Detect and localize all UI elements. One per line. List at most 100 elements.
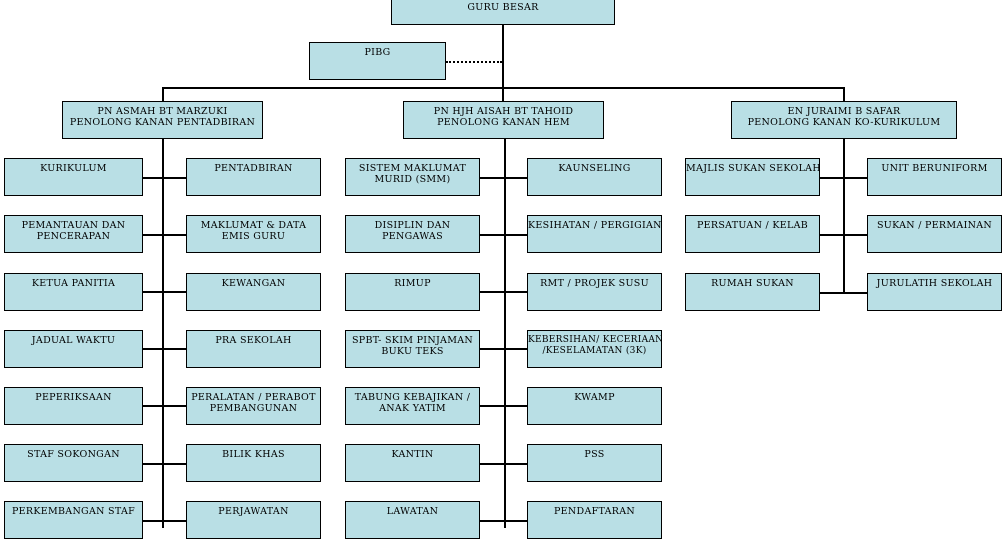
connector-line	[820, 177, 868, 179]
unit-box: RMT / PROJEK SUSU	[527, 273, 662, 311]
connector-line	[843, 87, 845, 101]
connector-line	[502, 87, 504, 101]
connector-line	[162, 87, 164, 101]
unit-box: KAUNSELING	[527, 158, 662, 196]
unit-line: KEBERSIHAN/ KECERIAAN	[528, 335, 662, 345]
unit-line: PENCERAPAN	[36, 231, 111, 242]
unit-line: PRA SEKOLAH	[215, 335, 292, 346]
unit-line: KAUNSELING	[558, 163, 631, 174]
unit-line: DISIPLIN DAN	[374, 220, 451, 231]
pibg-label: PIBG	[364, 47, 391, 58]
unit-line: MURID (SMM)	[374, 174, 451, 185]
deputy-name: PN HJH AISAH BT TAHOID	[433, 106, 574, 117]
unit-box: PSS	[527, 444, 662, 482]
deputy-hem-box: PN HJH AISAH BT TAHOID PENOLONG KANAN HE…	[403, 101, 604, 139]
unit-line: JADUAL WAKTU	[31, 335, 116, 346]
connector-line	[143, 463, 187, 465]
connector-line	[143, 348, 187, 350]
connector-line	[480, 177, 528, 179]
connector-line	[143, 291, 187, 293]
deputy-pentadbiran-box: PN ASMAH BT MARZUKI PENOLONG KANAN PENTA…	[62, 101, 263, 139]
unit-box: LAWATAN	[345, 501, 480, 539]
unit-line: PEPERIKSAAN	[35, 392, 112, 403]
unit-box: STAF SOKONGAN	[4, 444, 143, 482]
unit-line: PEMANTAUAN DAN	[21, 220, 126, 231]
unit-line: KEWANGAN	[221, 278, 286, 289]
connector-line	[143, 177, 187, 179]
unit-box: BILIK KHAS	[186, 444, 321, 482]
unit-line: SPBT- SKIM PINJAMAN	[351, 335, 474, 346]
connector-line	[480, 234, 528, 236]
unit-line: BILIK KHAS	[222, 449, 285, 460]
unit-box: SUKAN / PERMAINAN	[867, 215, 1002, 253]
guru-besar-title: GURU BESAR	[467, 2, 539, 13]
unit-box: KESIHATAN / PERGIGIAN	[527, 215, 662, 253]
unit-box: PERSATUAN / KELAB	[685, 215, 820, 253]
guru-besar-box: GURU BESAR	[391, 0, 615, 25]
unit-line: KESIHATAN / PERGIGIAN	[528, 220, 662, 231]
unit-box: PERKEMBANGAN STAF	[4, 501, 143, 539]
connector-line	[480, 463, 528, 465]
unit-box: TABUNG KEBAJIKAN /ANAK YATIM	[345, 387, 480, 425]
unit-line: LAWATAN	[386, 506, 439, 517]
connector-line	[480, 348, 528, 350]
unit-box: JURULATIH SEKOLAH	[867, 273, 1002, 311]
unit-box: KURIKULUM	[4, 158, 143, 196]
unit-line: MAJLIS SUKAN SEKOLAH	[686, 163, 820, 174]
unit-line: PERKEMBANGAN STAF	[11, 506, 136, 517]
deputy-name: PN ASMAH BT MARZUKI	[97, 106, 228, 117]
dotted-connector	[446, 61, 502, 63]
connector-line	[480, 405, 528, 407]
unit-line: SISTEM MAKLUMAT	[358, 163, 467, 174]
unit-line: BUKU TEKS	[381, 346, 444, 357]
unit-line: UNIT BERUNIFORM	[881, 163, 988, 174]
unit-box: KEBERSIHAN/ KECERIAAN/KESELAMATAN (3K)	[527, 330, 662, 368]
unit-box: RUMAH SUKAN	[685, 273, 820, 311]
unit-line: RMT / PROJEK SUSU	[540, 278, 649, 289]
connector-line	[143, 405, 187, 407]
unit-line: /KESELAMATAN (3K)	[542, 346, 647, 356]
pibg-box: PIBG	[309, 42, 446, 80]
unit-line: PEMBANGUNAN	[209, 403, 298, 414]
unit-box: KEWANGAN	[186, 273, 321, 311]
unit-line: MAKLUMAT & DATA	[200, 220, 307, 231]
deputy-title: PENOLONG KANAN PENTADBIRAN	[69, 117, 256, 128]
unit-line: TABUNG KEBAJIKAN /	[354, 392, 471, 403]
unit-box: PEPERIKSAAN	[4, 387, 143, 425]
unit-box: MAJLIS SUKAN SEKOLAH	[685, 158, 820, 196]
unit-box: PRA SEKOLAH	[186, 330, 321, 368]
connector-line	[143, 234, 187, 236]
unit-line: PENDAFTARAN	[553, 506, 635, 517]
deputy-title: PENOLONG KANAN KO-KURIKULUM	[747, 117, 941, 128]
unit-box: KETUA PANITIA	[4, 273, 143, 311]
unit-box: PENTADBIRAN	[186, 158, 321, 196]
connector-line	[843, 139, 845, 294]
unit-line: KETUA PANITIA	[31, 278, 116, 289]
unit-box: RIMUP	[345, 273, 480, 311]
unit-line: PERJAWATAN	[218, 506, 289, 517]
unit-box: PERJAWATAN	[186, 501, 321, 539]
unit-line: KURIKULUM	[40, 163, 107, 174]
unit-line: PSS	[584, 449, 605, 460]
unit-line: PENTADBIRAN	[214, 163, 293, 174]
org-chart: GURU BESAR PIBG PN ASMAH BT MARZUKI PENO…	[4, 0, 1002, 539]
unit-box: UNIT BERUNIFORM	[867, 158, 1002, 196]
connector-line	[480, 520, 528, 522]
unit-line: KWAMP	[574, 392, 615, 403]
unit-box: JADUAL WAKTU	[4, 330, 143, 368]
unit-line: ANAK YATIM	[379, 403, 446, 414]
unit-line: PERALATAN / PERABOT	[191, 392, 316, 403]
connector-line	[480, 291, 528, 293]
connector-line	[162, 139, 164, 528]
unit-box: KANTIN	[345, 444, 480, 482]
unit-line: STAF SOKONGAN	[27, 449, 120, 460]
connector-line	[820, 292, 868, 294]
deputy-kokurikulum-box: EN JURAIMI B SAFAR PENOLONG KANAN KO-KUR…	[731, 101, 957, 139]
unit-line: SUKAN / PERMAINAN	[876, 220, 993, 231]
